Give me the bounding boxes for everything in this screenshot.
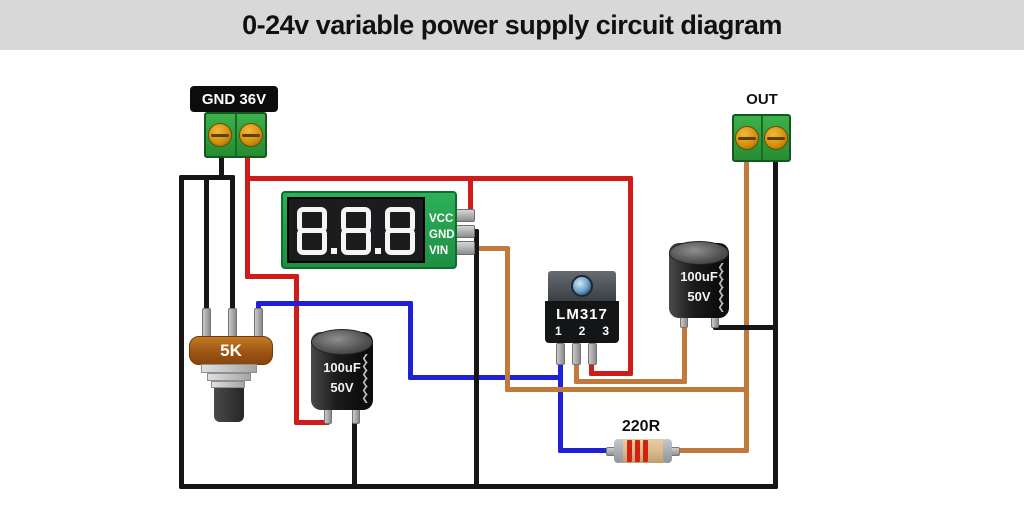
wire-orange <box>505 246 510 392</box>
mounting-hole-icon <box>571 275 593 297</box>
terminal-screw-icon <box>208 123 233 147</box>
resistor-end-cap <box>614 439 623 463</box>
lm317-pin-2: 2 <box>578 324 586 338</box>
screw-slot <box>241 134 260 137</box>
wire-red <box>589 371 633 376</box>
input-terminal-label: GND 36V <box>190 86 278 112</box>
seven-segment-digit <box>385 207 415 255</box>
wire-red <box>294 274 299 425</box>
terminal-screw-icon <box>735 126 760 150</box>
voltmeter-module: 8.8.8 VCC GND VIN <box>281 191 457 269</box>
lm317-pin-3: 3 <box>602 324 609 338</box>
wire-orange <box>670 448 749 453</box>
wire-black <box>230 175 235 315</box>
resistor-band <box>635 440 640 462</box>
resistor-band <box>643 440 648 462</box>
lm317-label: LM317 <box>556 306 608 323</box>
pin-label-vin: VIN <box>429 245 449 257</box>
pin-label-vcc: VCC <box>429 213 454 225</box>
lm317-leg <box>556 343 565 365</box>
seven-segment-digit <box>297 207 327 255</box>
wire-orange <box>682 322 687 384</box>
lm317-tab <box>548 271 616 301</box>
wire-red <box>245 176 633 181</box>
terminal-screw-icon <box>238 123 263 147</box>
wire-red <box>294 420 330 425</box>
wire-black <box>179 484 778 489</box>
lm317-leg <box>572 343 581 365</box>
resistor-label: 220R <box>611 418 671 436</box>
wire-black <box>352 410 357 486</box>
voltmeter-pin-labels: VCC GND VIN <box>429 211 455 259</box>
capacitor-polarity-marks-icon: ❮ ❮ ❮ ❮ ❮ ❮ <box>717 262 725 312</box>
screw-slot <box>738 137 757 140</box>
resistor-end-cap <box>663 439 672 463</box>
wire-black <box>474 229 479 486</box>
lm317-leg <box>588 343 597 365</box>
capacitor-top <box>311 329 373 355</box>
wire-red <box>245 150 250 279</box>
wire-red <box>468 176 473 221</box>
decimal-point <box>375 248 381 254</box>
wire-orange <box>744 155 749 453</box>
capacitor-voltage: 50V <box>687 289 711 304</box>
screw-slot <box>211 134 230 137</box>
lm317-regulator: LM317 1 2 3 <box>545 301 619 343</box>
wire-orange <box>505 387 749 392</box>
capacitor-value: 100uF <box>323 360 361 375</box>
resistor-band <box>627 440 632 462</box>
output-terminal-block <box>732 114 791 162</box>
wire-blue <box>256 301 413 306</box>
wire-red <box>245 274 299 279</box>
lm317-pin-numbers: 1 2 3 <box>545 323 619 338</box>
terminal-cell <box>734 116 763 160</box>
input-terminal-label-text: GND 36V <box>201 90 267 108</box>
page-title: 0-24v variable power supply circuit diag… <box>242 9 782 40</box>
wire-blue <box>558 448 616 453</box>
wire-black <box>219 150 224 180</box>
wire-black <box>713 325 778 330</box>
capacitor-voltage: 50V <box>330 380 354 395</box>
capacitor-polarity-marks-icon: ❮ ❮ ❮ ❮ ❮ ❮ <box>361 353 369 403</box>
wire-blue <box>408 301 413 380</box>
seven-segment-digit <box>341 207 371 255</box>
wire-orange <box>574 379 687 384</box>
output-terminal-label-text: OUT <box>746 90 778 108</box>
terminal-cell <box>763 116 790 160</box>
wire-black <box>179 175 184 489</box>
resistor-label-text: 220R <box>621 418 661 435</box>
pin-label-gnd: GND <box>429 229 455 241</box>
title-banner: 0-24v variable power supply circuit diag… <box>0 0 1024 50</box>
terminal-cell <box>206 114 237 156</box>
wire-black <box>204 175 209 315</box>
decimal-point <box>331 248 337 254</box>
screw-slot <box>766 137 785 140</box>
potentiometer: 5K <box>189 336 273 365</box>
wire-red <box>589 358 594 376</box>
potentiometer-label: 5K <box>220 340 242 360</box>
potentiometer-collar <box>207 373 251 381</box>
input-terminal-block <box>204 112 267 158</box>
output-terminal-label: OUT <box>737 90 787 108</box>
wire-orange <box>574 358 579 384</box>
lm317-pin-1: 1 <box>555 324 562 338</box>
terminal-screw-icon <box>763 126 788 150</box>
wire-blue <box>558 358 563 453</box>
wire-red <box>628 176 633 376</box>
seven-segment-display: 8.8.8 <box>287 197 425 263</box>
wire-black <box>773 155 778 489</box>
potentiometer-collar <box>201 364 257 373</box>
potentiometer-collar <box>211 381 245 388</box>
potentiometer-shaft <box>214 388 244 422</box>
terminal-cell <box>237 114 266 156</box>
capacitor-top <box>669 241 729 265</box>
wire-orange <box>464 246 510 251</box>
capacitor-value: 100uF <box>680 269 718 284</box>
wire-blue <box>408 375 563 380</box>
